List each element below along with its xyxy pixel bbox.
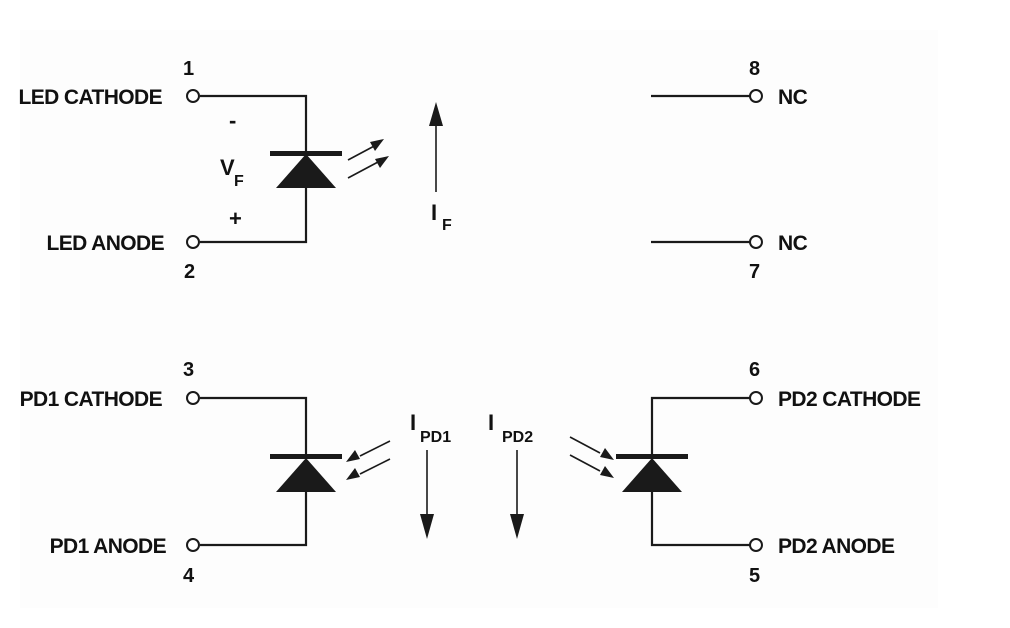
pd1-incoming-light-arrows [346, 440, 391, 480]
if-arrowhead [429, 102, 443, 126]
pin3-number: 3 [183, 359, 194, 381]
pin3-terminal [186, 391, 200, 405]
ipd2-subscript: PD2 [502, 429, 533, 446]
pin4-terminal [186, 538, 200, 552]
pin6-terminal [749, 391, 763, 405]
pin8-label: NC [778, 86, 808, 109]
pin2-wire [200, 188, 308, 244]
pd1-section: 3 PD1 CATHODE PD1 ANODE 4 [20, 359, 391, 587]
vf-label: V [220, 155, 235, 180]
pin2-label: LED ANODE [47, 232, 165, 255]
pin4-label: PD1 ANODE [50, 535, 167, 558]
led-emission-arrows [347, 139, 389, 179]
pin5-terminal [749, 538, 763, 552]
ipd2-label: I [488, 410, 494, 435]
pin4-number: 4 [183, 565, 195, 587]
pin2-terminal [186, 235, 200, 249]
pd2-bar [616, 454, 688, 459]
pin5-label: PD2 ANODE [778, 535, 895, 558]
if-subscript: F [442, 217, 452, 234]
vf-plus: + [229, 206, 242, 231]
led-triangle [276, 154, 336, 188]
pin2-number: 2 [184, 261, 195, 283]
pin3-wire [200, 396, 308, 456]
pin6-wire [650, 396, 750, 456]
pin1-label: LED CATHODE [18, 86, 162, 109]
pin6-number: 6 [749, 359, 760, 381]
pin7-label: NC [778, 232, 808, 255]
pin5-number: 5 [749, 565, 760, 587]
ipd1-label: I [410, 410, 416, 435]
pd2-triangle [622, 458, 682, 492]
pin5-wire [650, 492, 750, 547]
ipd2-arrowhead [510, 514, 524, 539]
pin4-wire [200, 492, 308, 547]
pd1-bar [270, 454, 342, 459]
vf-minus: - [229, 108, 236, 133]
ipd2-indicator: I PD2 [488, 410, 533, 539]
ipd1-indicator: I PD1 [410, 410, 451, 539]
if-indicator: I F [429, 102, 452, 234]
pin6-label: PD2 CATHODE [778, 388, 921, 411]
nc-section: 8 NC 7 NC [651, 58, 808, 283]
pin1-terminal [186, 89, 200, 103]
pin1-number: 1 [183, 58, 194, 80]
pin3-label: PD1 CATHODE [20, 388, 163, 411]
pin7-number: 7 [749, 261, 760, 283]
vf-subscript: F [234, 173, 244, 190]
if-label: I [431, 200, 437, 225]
diagram-background [20, 30, 938, 608]
ipd1-arrowhead [420, 514, 434, 539]
pin7-terminal [749, 235, 763, 249]
pd2-section: 6 PD2 CATHODE PD2 ANODE 5 [569, 359, 922, 587]
pd2-incoming-light-arrows [569, 436, 614, 478]
led-section: 1 LED CATHODE LED ANODE 2 - V F + [18, 58, 389, 283]
ipd1-subscript: PD1 [420, 429, 451, 446]
pd1-triangle [276, 458, 336, 492]
pin8-terminal [749, 89, 763, 103]
led-bar [270, 151, 342, 156]
pin8-number: 8 [749, 58, 760, 80]
pin1-wire [200, 94, 308, 154]
